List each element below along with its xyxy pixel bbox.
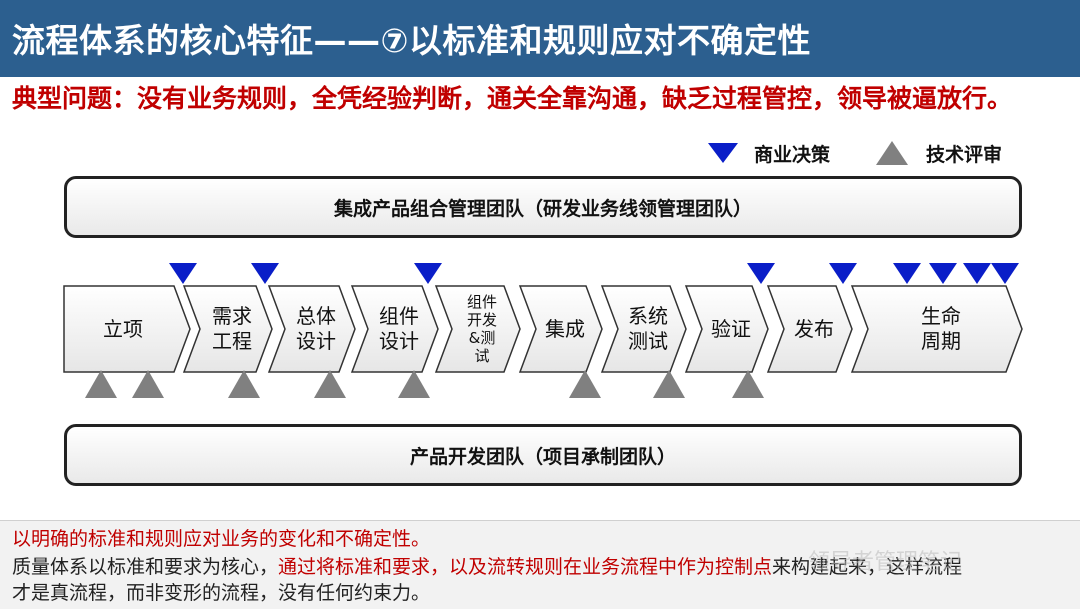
tech-review-marker (85, 370, 117, 398)
header-bar: 流程体系的核心特征——⑦以标准和规则应对不确定性 (0, 0, 1080, 77)
stage-chevron (63, 285, 191, 373)
portfolio-management-team-box: 集成产品组合管理团队（研发业务线领管理团队） (64, 176, 1022, 238)
legend-tech-review: 技术评审 (874, 140, 1002, 166)
tech-review-marker (314, 370, 346, 398)
stage-chevron (684, 285, 769, 373)
gray-up-triangle-icon (876, 141, 908, 165)
tech-review-marker (732, 370, 764, 398)
bottom-heading: 以明确的标准和规则应对业务的变化和不确定性。 (12, 528, 431, 550)
business-decision-marker (747, 263, 775, 284)
bottom-line-2: 质量体系以标准和要求为核心，通过将标准和要求，以及流转规则在业务流程中作为控制点… (12, 552, 962, 579)
stage-label: 组件 设计 (379, 304, 419, 353)
stage-label: 组件 开发 &测 试 (466, 293, 497, 365)
typical-problem-text: 典型问题：没有业务规则，全凭经验判断，通关全靠沟通，缺乏过程管控，领导被逼放行。 (12, 84, 1013, 113)
business-decision-marker (829, 263, 857, 284)
business-decision-marker (414, 263, 442, 284)
business-decision-marker (963, 263, 991, 284)
bottom-line-2-a: 质量体系以标准和要求为核心， (12, 556, 279, 578)
stage-chevron (434, 285, 521, 373)
business-decision-marker (169, 263, 197, 284)
blue-down-triangle-icon (708, 143, 738, 163)
stage-label: 立项 (103, 316, 143, 341)
stage-label: 集成 (545, 316, 585, 341)
business-decision-marker (251, 263, 279, 284)
stage-label: 发布 (794, 316, 834, 341)
stage-label: 系统 测试 (628, 304, 668, 353)
stage-chevron (267, 285, 356, 373)
stage-label: 生命 周期 (921, 304, 961, 353)
bottom-line-2-c: 来构建起来，这样流程 (772, 556, 963, 578)
stage-chevron (182, 285, 273, 373)
process-flow-diagram (63, 263, 1023, 398)
watermark: 领导者管理笔记 (808, 550, 963, 575)
bottom-notes-panel (0, 520, 1080, 609)
product-development-team-box: 产品开发团队（项目承制团队） (64, 424, 1022, 486)
stage-label: 需求 工程 (212, 304, 252, 353)
page-title: 流程体系的核心特征——⑦以标准和规则应对不确定性 (12, 21, 811, 60)
business-decision-marker (991, 263, 1019, 284)
legend-tech-review-label: 技术评审 (926, 143, 1003, 166)
tech-review-marker (398, 370, 430, 398)
tech-review-marker (228, 370, 260, 398)
tech-review-marker (132, 370, 164, 398)
stage-chevron (850, 285, 1023, 373)
stage-chevron (350, 285, 439, 373)
stage-label: 验证 (711, 316, 751, 341)
legend-business-decision: 商业决策 (706, 140, 830, 166)
tech-review-marker (653, 370, 685, 398)
stage-chevron (766, 285, 853, 373)
bottom-line-3: 才是真流程，而非变形的流程，没有任何约束力。 (12, 582, 431, 604)
legend-business-decision-label: 商业决策 (754, 143, 831, 166)
business-decision-marker (893, 263, 921, 284)
bottom-line-2-b: 通过将标准和要求，以及流转规则在业务流程中作为控制点 (278, 556, 773, 578)
stage-label: 总体 设计 (296, 304, 336, 353)
business-decision-marker (929, 263, 957, 284)
tech-review-marker (569, 370, 601, 398)
